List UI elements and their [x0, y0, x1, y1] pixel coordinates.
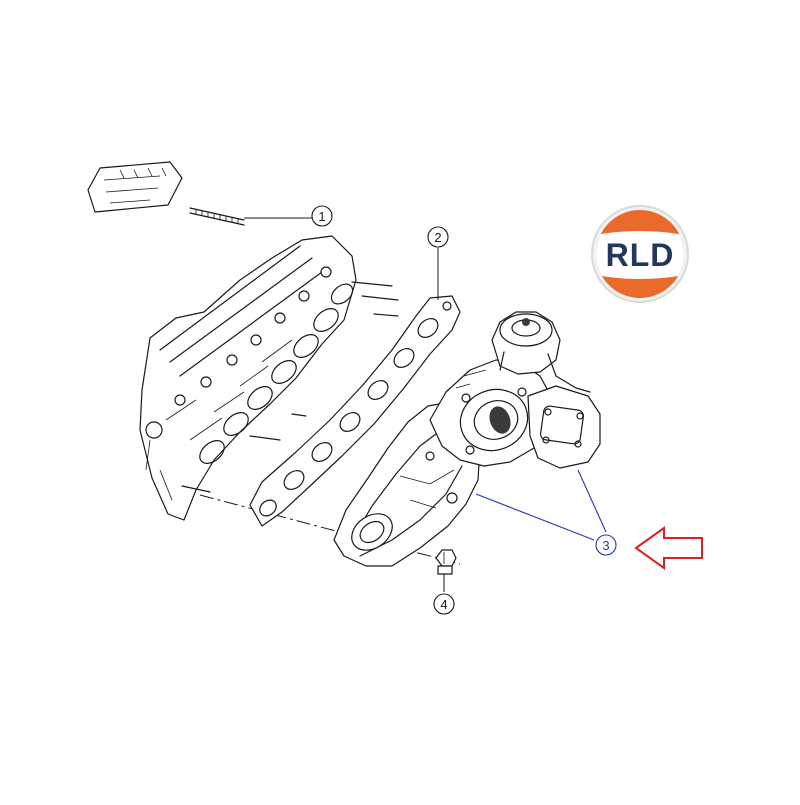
callout-4: 4	[433, 593, 455, 615]
callout-4-label: 4	[440, 597, 447, 612]
cylinder-head	[87, 161, 357, 521]
intake-manifold-with-throttle-body	[333, 311, 601, 567]
logo-text: RLD	[606, 237, 675, 273]
callout-2-label: 2	[434, 230, 441, 245]
callout-2: 2	[427, 226, 449, 248]
rld-logo: RLD	[591, 205, 689, 303]
leader-line-3b	[577, 469, 607, 533]
arrow-left-outline-icon	[634, 526, 703, 570]
callout-1: 1	[311, 205, 333, 227]
leader-line-3a	[475, 493, 595, 541]
alignment-line	[199, 494, 461, 565]
callout-1-label: 1	[318, 209, 325, 224]
cylinder-head-bosses	[145, 266, 332, 439]
callout-3: 3	[595, 534, 617, 556]
nut	[435, 549, 457, 575]
studs	[181, 207, 399, 493]
intake-manifold-gasket	[249, 295, 461, 527]
cylinder-head-ports	[199, 283, 354, 464]
callout-3-label: 3	[602, 538, 609, 553]
leader-lines	[244, 217, 607, 592]
